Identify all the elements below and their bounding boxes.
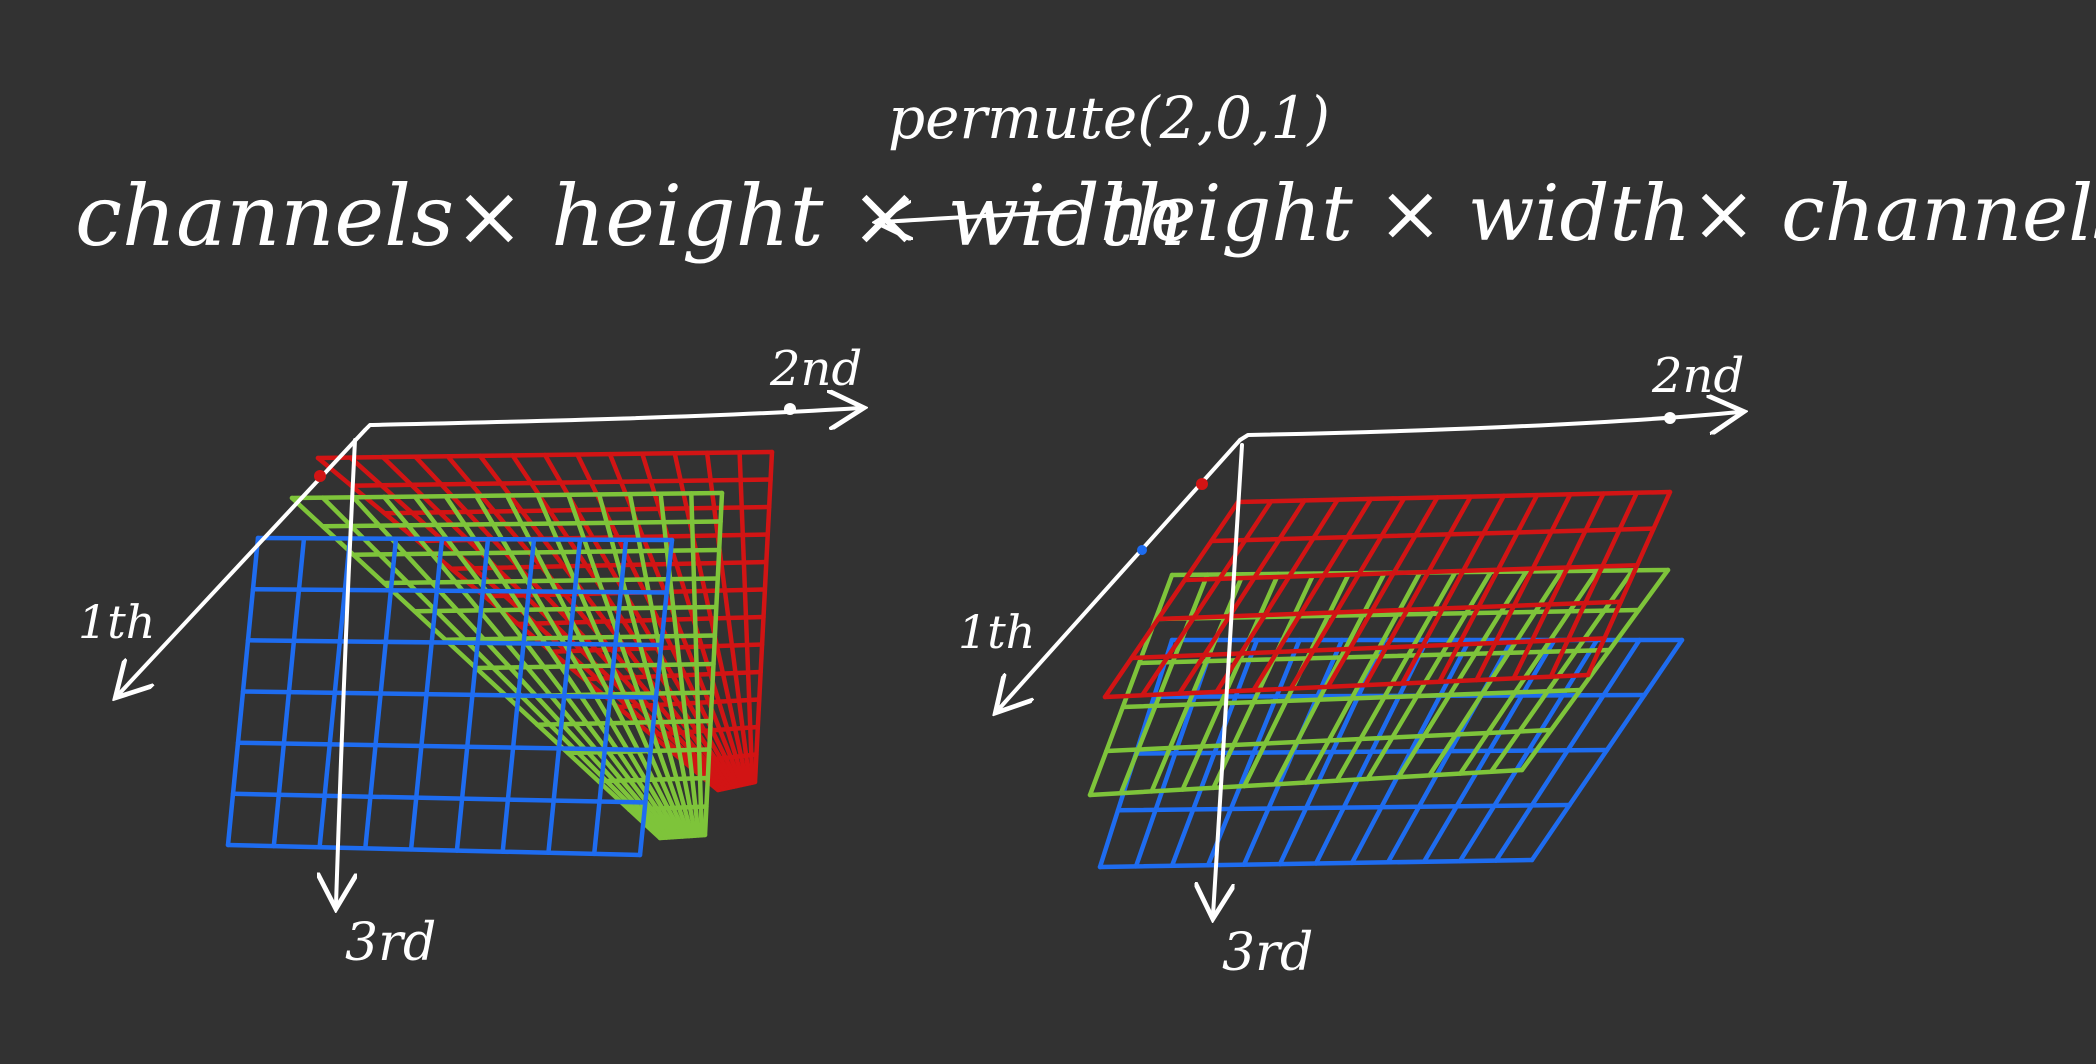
hwc-second-axis-label: 2nd xyxy=(1651,348,1744,404)
grid-column-line xyxy=(1362,494,1473,688)
hwc-first-axis-red-dot xyxy=(1196,478,1208,490)
grid-column-line xyxy=(1211,571,1316,791)
hwc-red-layer xyxy=(1102,489,1673,700)
chw-green-layer xyxy=(289,490,725,841)
grid-column-line xyxy=(1169,637,1260,869)
hwc-green-layer xyxy=(1087,567,1671,798)
grid-column-line xyxy=(542,452,739,789)
grid-row-line xyxy=(1235,489,1673,505)
grid-column-line xyxy=(454,536,491,853)
hwc-first-axis-label: 1th xyxy=(958,605,1035,659)
grid-row-line xyxy=(255,535,675,543)
grid-column-line xyxy=(500,537,537,854)
grid-row-line xyxy=(250,586,669,595)
grid-column-line xyxy=(702,490,725,838)
grid-column-line xyxy=(1180,571,1281,792)
grid-column-line xyxy=(658,491,701,838)
grid-column-line xyxy=(689,491,705,838)
grid-column-line xyxy=(317,536,353,850)
grid-column-line xyxy=(1303,570,1423,785)
grid-column-line xyxy=(351,495,669,840)
grid-column-line xyxy=(1149,572,1246,794)
grid-column-line xyxy=(1118,572,1210,796)
hwc-third-axis-label: 3rd xyxy=(1222,923,1313,983)
grid-column-line xyxy=(627,491,698,838)
grid-column-line xyxy=(1177,498,1307,696)
grid-column-line xyxy=(1313,637,1430,866)
grid-column-line xyxy=(1399,493,1507,686)
grid-column-line xyxy=(1493,637,1642,863)
grid-column-line xyxy=(1474,492,1573,683)
grid-row-line xyxy=(230,791,648,805)
grid-column-line xyxy=(1288,495,1407,691)
grid-column-line xyxy=(412,494,676,840)
grid-column-line xyxy=(504,493,685,839)
grid-column-line xyxy=(1325,495,1440,690)
grid-column-line xyxy=(1585,489,1673,678)
grid-column-line xyxy=(596,492,695,839)
grid-column-line xyxy=(348,455,723,792)
grid-row-line xyxy=(235,740,653,753)
grid-row-line xyxy=(1102,672,1591,700)
grid-row-line xyxy=(1129,636,1607,661)
grid-column-line xyxy=(737,450,755,785)
grid-column-line xyxy=(1511,491,1606,681)
operation-label: permute(2,0,1) xyxy=(888,84,1330,152)
diagram-chw: 1th 2nd 3rd xyxy=(78,341,862,973)
permute-arrow xyxy=(880,212,1077,222)
grid-row-line xyxy=(245,638,664,648)
grid-column-line xyxy=(320,495,666,841)
grid-column-line xyxy=(1519,567,1671,773)
grid-column-line xyxy=(672,451,750,786)
grid-column-line xyxy=(1349,637,1472,866)
grid-column-line xyxy=(445,454,731,790)
grid-row-line xyxy=(240,689,659,700)
grid-column-line xyxy=(1214,497,1340,695)
chw-blue-layer xyxy=(225,535,675,858)
grid-column-line xyxy=(443,493,679,840)
grid-column-line xyxy=(566,492,692,839)
chw-second-axis-label: 2nd xyxy=(769,341,862,397)
hwc-third-axis xyxy=(1213,443,1244,915)
diagram-hwc: 1th 2nd 3rd xyxy=(958,348,1744,983)
grid-column-line xyxy=(637,537,675,858)
grid-column-line xyxy=(1548,490,1640,679)
grid-column-line xyxy=(408,536,445,852)
grid-column-line xyxy=(704,450,752,786)
grid-column-line xyxy=(271,535,307,849)
grid-column-line xyxy=(1102,499,1241,700)
grid-column-line xyxy=(1529,637,1685,863)
chw-third-axis xyxy=(336,438,355,905)
grid-row-line xyxy=(1209,526,1656,544)
grid-column-line xyxy=(1365,569,1494,782)
grid-column-line xyxy=(752,449,775,785)
grid-column-line xyxy=(591,537,629,857)
grid-row-line xyxy=(1182,562,1640,583)
grid-column-line xyxy=(1087,572,1175,798)
grid-column-line xyxy=(363,536,399,851)
grid-column-line xyxy=(1272,570,1387,787)
grid-column-line xyxy=(1205,637,1302,868)
hwc-second-axis-dot xyxy=(1664,412,1676,424)
chw-third-axis-label: 3rd xyxy=(345,913,436,973)
grid-row-line xyxy=(1155,599,1624,622)
grid-column-line xyxy=(381,494,672,840)
chw-first-axis-red-dot xyxy=(314,470,326,482)
chw-first-axis-label: 1th xyxy=(78,595,155,649)
grid-column-line xyxy=(1251,496,1374,693)
chw-first-axis xyxy=(118,428,367,695)
hwc-first-axis-blue-dot xyxy=(1137,545,1147,555)
grid-row-line xyxy=(225,842,643,858)
grid-column-line xyxy=(1437,492,1540,685)
grid-column-line xyxy=(225,535,261,848)
grid-column-line xyxy=(1139,498,1274,698)
chw-second-axis-dot xyxy=(784,403,796,415)
grid-column-line xyxy=(546,537,583,856)
right-shape-label: height × width× channels xyxy=(1100,169,2096,259)
